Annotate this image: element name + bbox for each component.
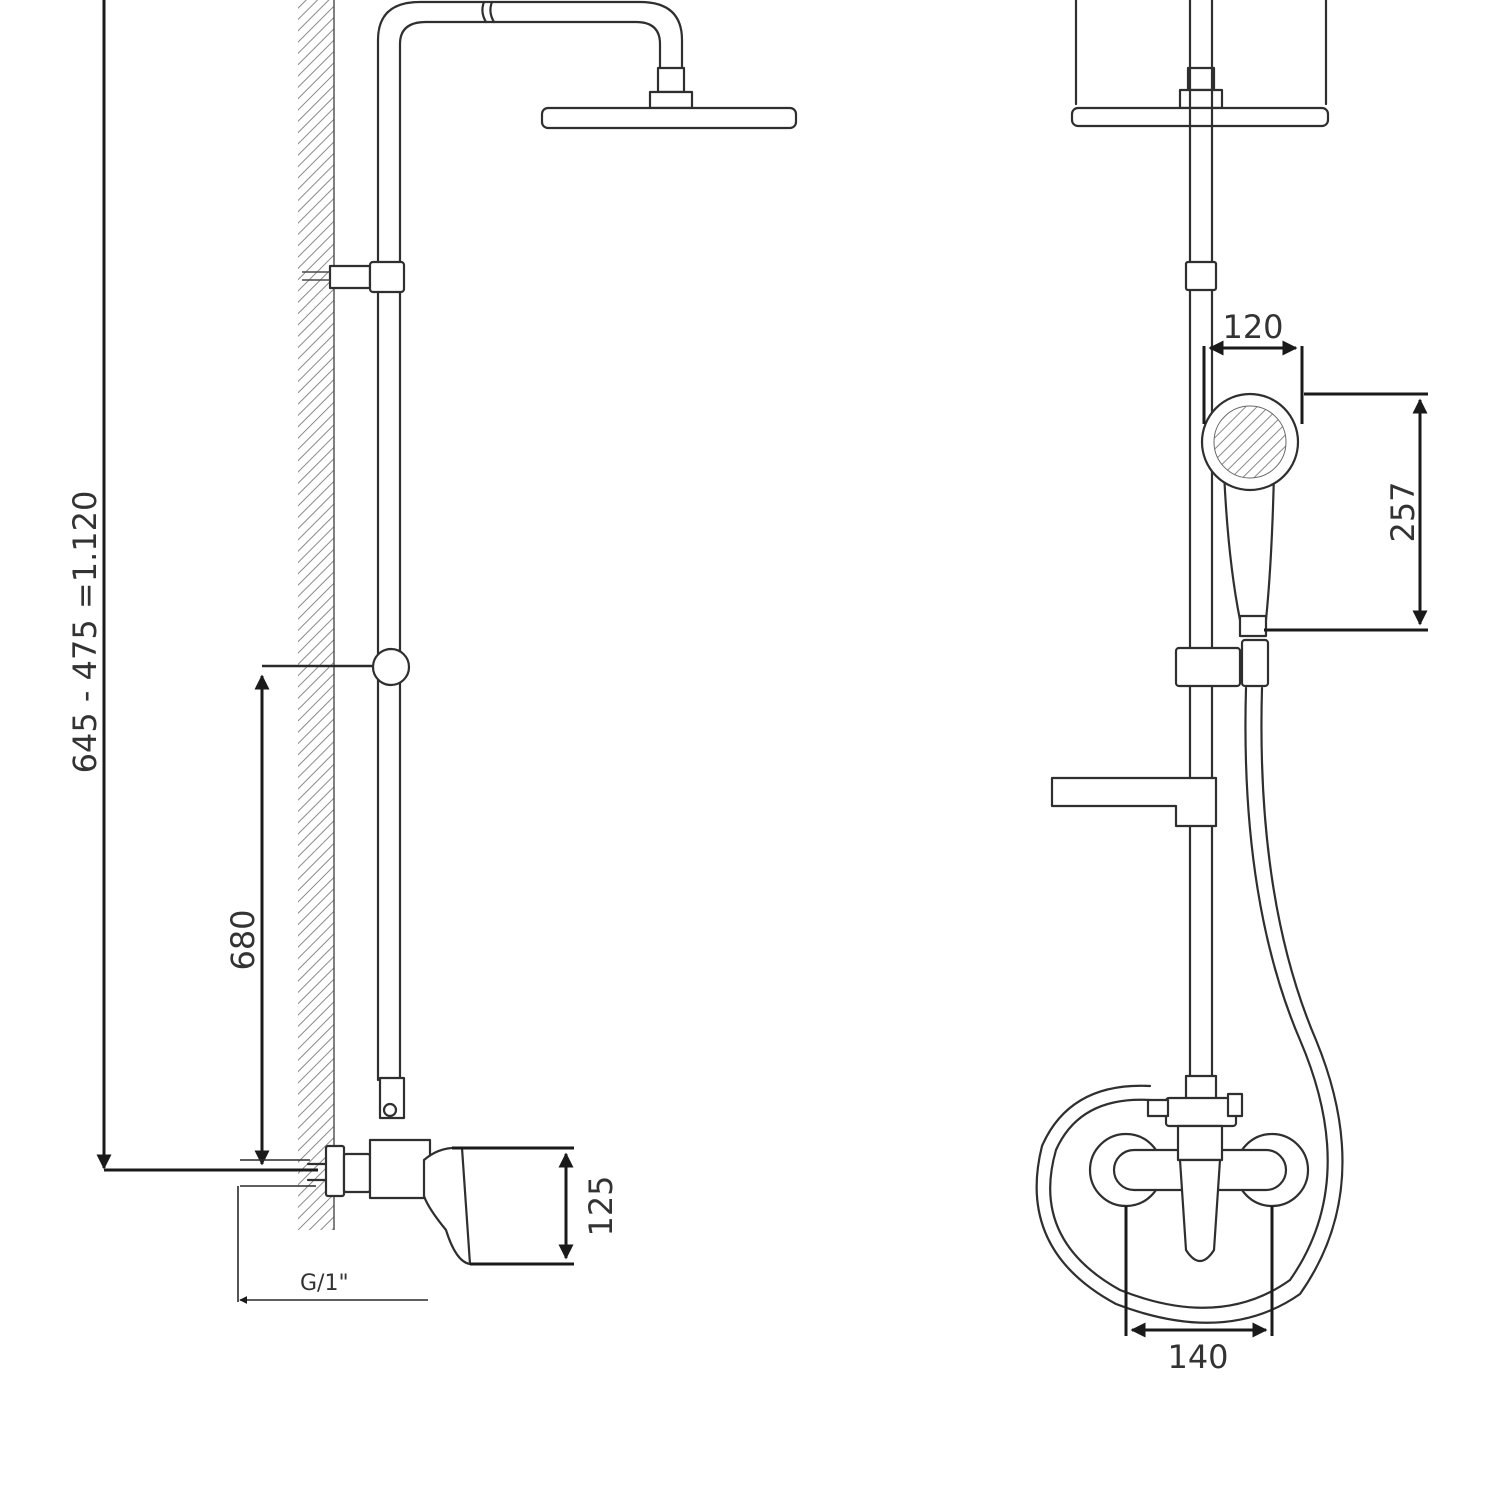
riser-pipe-front xyxy=(1188,0,1214,1082)
rain-shower-head-front xyxy=(1070,106,1330,128)
rain-shower-head-side xyxy=(540,106,798,130)
slide-joint-side xyxy=(371,647,411,687)
mixer-lever-side xyxy=(422,1146,472,1266)
dim-spout-height: 125 xyxy=(582,1175,620,1236)
dim-outlet-height: 680 xyxy=(224,909,262,970)
soap-dish xyxy=(1050,776,1218,828)
front-view: 120 257 140 xyxy=(1035,0,1428,1376)
mixer-body-front xyxy=(1088,1124,1310,1263)
wall-bracket-side xyxy=(302,260,406,294)
hand-shower-holder xyxy=(1174,646,1242,688)
overhead-arm xyxy=(376,0,684,1082)
dim-hand-shower-length: 257 xyxy=(1384,481,1422,542)
dim-hand-shower-width: 120 xyxy=(1222,308,1283,346)
side-view: 645 - 475 =1.120 680 125 G/1" xyxy=(66,0,798,1304)
wall-hatching xyxy=(298,0,334,1230)
shower-hose xyxy=(1049,686,1329,1309)
dim-total-height: 645 - 475 =1.120 xyxy=(66,491,104,774)
mixer-body-side xyxy=(306,1138,472,1266)
hand-shower xyxy=(1200,392,1300,638)
mixer-lever-front xyxy=(1178,1158,1222,1263)
dim-mixer-spacing: 140 xyxy=(1167,1338,1228,1376)
thread-label: G/1" xyxy=(300,1271,349,1296)
